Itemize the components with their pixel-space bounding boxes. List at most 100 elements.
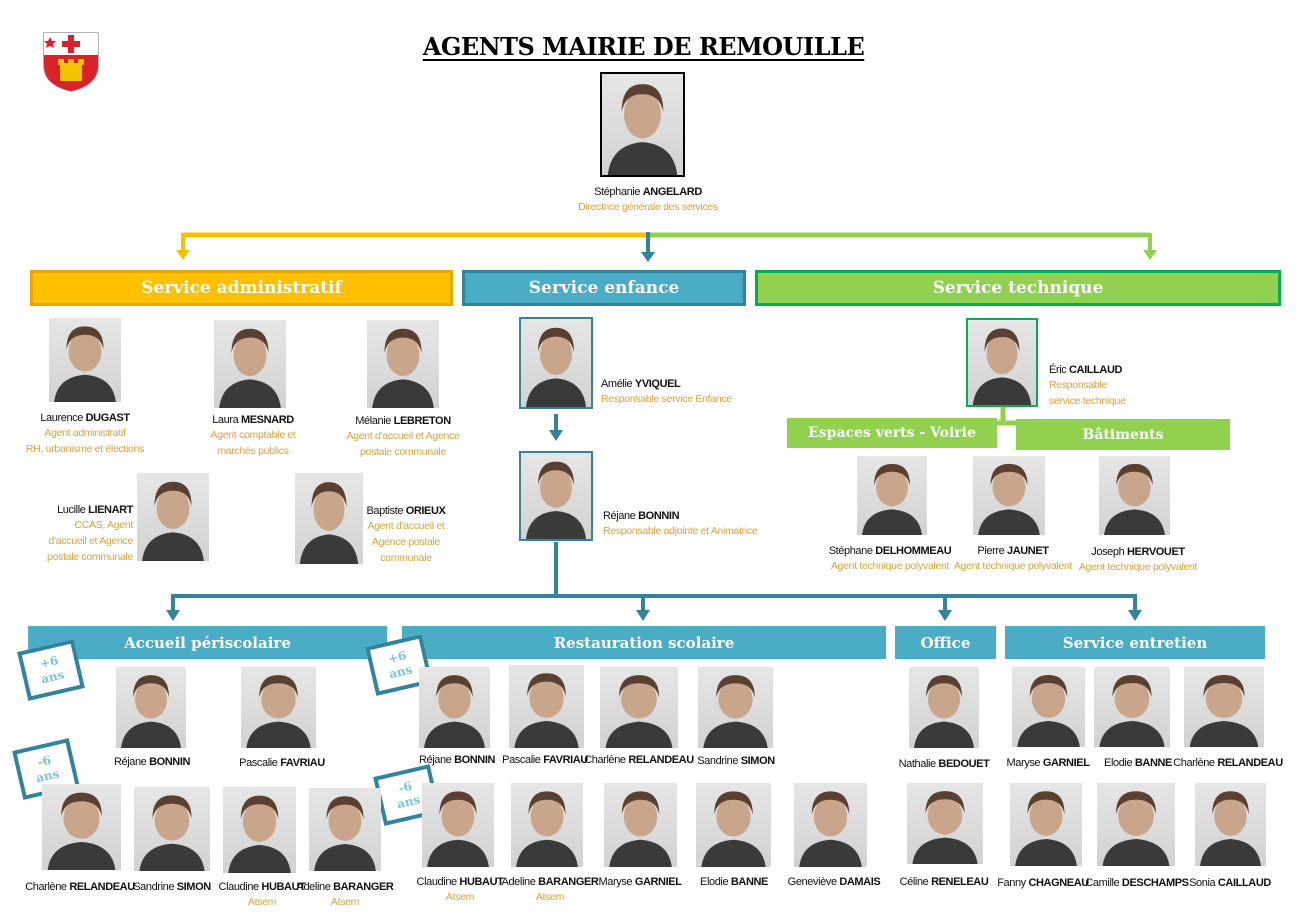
first-name: Pascalie	[502, 754, 544, 766]
person-name: Laurence DUGAST	[0, 412, 185, 425]
person-name: Réjane BONNIN	[52, 756, 252, 769]
person-photo	[214, 320, 286, 408]
last-name: DELHOMMEAU	[875, 545, 952, 557]
portrait-icon	[703, 675, 768, 748]
espaces-verts-label: Espaces verts - Voirie	[808, 425, 976, 441]
accueil-periscolaire-header: Accueil périscolaire	[28, 626, 387, 659]
last-name: BONNIN	[638, 510, 680, 522]
person-name: Stéphanie ANGELARD	[548, 186, 748, 199]
person-role: Directrice générale des services	[578, 201, 718, 213]
portrait-icon	[219, 328, 281, 408]
person-name: Baptiste ORIEUX	[306, 505, 506, 518]
last-name: HUBAUT	[261, 881, 306, 893]
last-name: DAMAIS	[839, 876, 881, 888]
person-photo	[1184, 667, 1264, 747]
portrait-icon	[1017, 675, 1080, 747]
portrait-icon	[862, 463, 922, 535]
first-name: Sonia	[1189, 877, 1218, 889]
last-name: BONNIN	[454, 754, 496, 766]
person-role: Agent administratif RH, urbanisme et éle…	[25, 427, 145, 455]
portrait-icon	[54, 326, 116, 402]
last-name: BEDOUET	[938, 758, 990, 770]
person-name: Maryse GARNIEL	[948, 757, 1148, 770]
last-name: BARANGER	[333, 881, 394, 893]
portrait-icon	[1200, 791, 1261, 866]
person-photo	[419, 667, 490, 748]
last-name: JAUNET	[1007, 545, 1049, 557]
first-name: Pascalie	[239, 757, 281, 769]
portrait-icon	[978, 463, 1040, 535]
portrait-icon	[514, 673, 579, 748]
person-name: Réjane BONNIN	[603, 510, 803, 523]
person-photo	[1097, 783, 1175, 866]
service-technique-header: Service technique	[755, 270, 1281, 306]
service-administratif-header: Service administratif	[30, 270, 453, 306]
restauration-label: Restauration scolaire	[553, 633, 735, 652]
last-name: LEBRETON	[393, 415, 452, 427]
first-name: Maryse	[598, 876, 635, 888]
person-photo	[600, 667, 678, 748]
coat-of-arms-logo	[42, 31, 100, 93]
portrait-icon	[1189, 675, 1259, 747]
first-name: Éric	[1049, 364, 1070, 376]
first-name: Laura	[212, 414, 241, 426]
person-name: Joseph HERVOUET	[1038, 546, 1238, 559]
person-photo	[1010, 783, 1082, 866]
person-photo	[422, 783, 494, 867]
person-label: Fanny CHAGNEAU	[943, 877, 1143, 890]
person-label: Pascalie FAVRIAU	[445, 754, 645, 767]
person-photo	[604, 783, 677, 867]
person-name: Pascalie FAVRIAU	[182, 757, 382, 770]
person-role: Atsem	[247, 896, 277, 908]
person-name: Stéphane DELHOMMEAU	[790, 545, 990, 558]
person-label: Pascalie FAVRIAU	[182, 757, 382, 770]
entretien-label: Service entretien	[1062, 633, 1208, 652]
person-label: Réjane BONNIN	[357, 754, 557, 767]
person-photo	[241, 667, 316, 748]
person-photo	[223, 787, 296, 873]
portrait-icon	[605, 675, 673, 748]
last-name: RENELEAU	[931, 876, 989, 888]
person-label: Stéphanie ANGELARD Directrice générale de…	[548, 186, 748, 215]
batiments-header: Bâtiments	[1016, 419, 1230, 450]
person-label: Elodie BANNE	[634, 876, 834, 889]
last-name: SIMON	[740, 755, 775, 767]
person-photo	[857, 456, 927, 535]
first-name: Stéphanie	[594, 186, 643, 198]
first-name: Claudine	[218, 881, 262, 893]
first-name: Laurence	[40, 412, 86, 424]
person-name: Charlène RELANDEAU	[1128, 757, 1307, 770]
person-name: Claudine HUBAUT	[360, 876, 560, 889]
person-name: Elodie BANNE	[634, 876, 834, 889]
portrait-icon	[314, 796, 376, 871]
person-role: Agent technique polyvalent	[1078, 561, 1198, 573]
person-label: Sandrine SIMON	[72, 881, 272, 894]
person-photo	[134, 787, 210, 871]
person-name: Pascalie FAVRIAU	[445, 754, 645, 767]
portrait-icon	[424, 675, 485, 748]
person-photo	[794, 783, 867, 867]
person-label: Claudine HUBAUT Atsem	[162, 881, 362, 910]
first-name: Baptiste	[366, 505, 406, 517]
first-name: Joseph	[1091, 546, 1127, 558]
portrait-icon	[526, 327, 586, 407]
first-name: Stéphane	[828, 545, 876, 557]
portrait-icon	[607, 84, 678, 175]
periscolaire-label: Accueil périscolaire	[124, 633, 291, 652]
portrait-icon	[246, 675, 311, 748]
last-name: CAILLAUD	[1069, 364, 1123, 376]
person-photo	[698, 667, 773, 748]
portrait-icon	[427, 791, 489, 867]
person-name: Nathalie BEDOUET	[844, 758, 1044, 771]
last-name: CAILLAUD	[1217, 877, 1271, 889]
person-label: Sandrine SIMON	[636, 755, 836, 768]
person-role: CCAS, Agent d'accueil et Agence postale …	[47, 519, 133, 563]
person-photo	[1195, 783, 1266, 866]
batiments-label: Bâtiments	[1082, 426, 1164, 443]
last-name: ORIEUX	[405, 505, 446, 517]
restauration-scolaire-header: Restauration scolaire	[402, 626, 886, 659]
